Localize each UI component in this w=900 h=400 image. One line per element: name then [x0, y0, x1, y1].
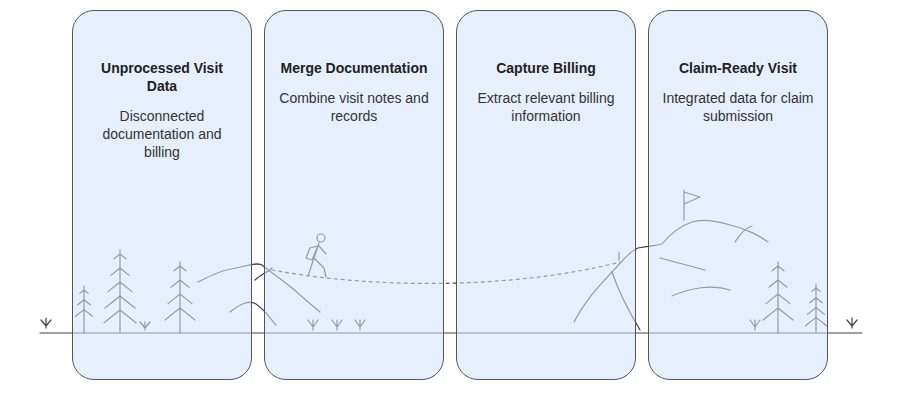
stage-title: Capture Billing [469, 59, 623, 77]
stage-title: Claim-Ready Visit [661, 59, 815, 77]
stage-panel: Claim-Ready VisitIntegrated data for cla… [648, 10, 828, 380]
stage-panel: Merge DocumentationCombine visit notes a… [264, 10, 444, 380]
stage-description: Extract relevant billing information [469, 89, 623, 125]
stage-description: Combine visit notes and records [277, 89, 431, 125]
stage-title: Merge Documentation [277, 59, 431, 77]
stage-title: Unprocessed Visit Data [85, 59, 239, 95]
stage-panel: Capture BillingExtract relevant billing … [456, 10, 636, 380]
stage-description: Integrated data for claim submission [661, 89, 815, 125]
stage-description: Disconnected documentation and billing [85, 107, 239, 161]
stage-panel: Unprocessed Visit DataDisconnected docum… [72, 10, 252, 380]
